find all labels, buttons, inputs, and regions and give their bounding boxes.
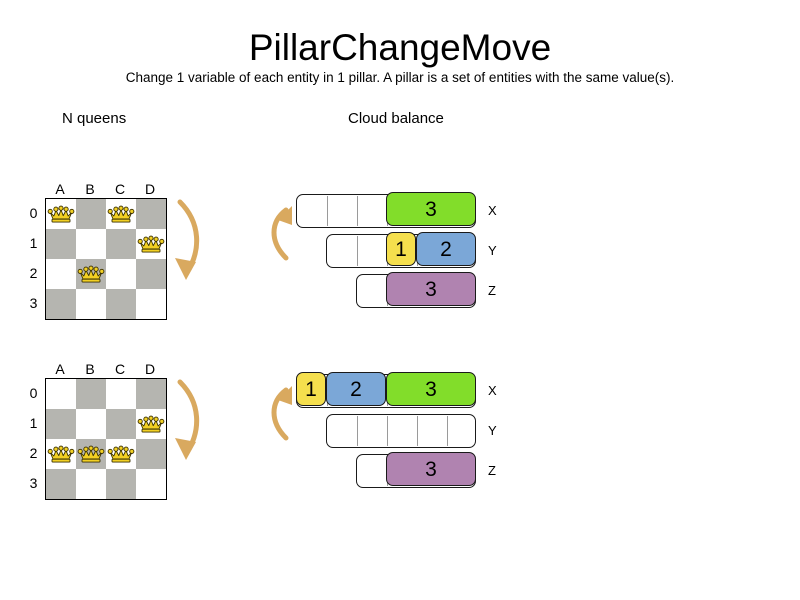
board-column-label-D: D xyxy=(144,181,156,197)
capacity-cell-divider xyxy=(447,416,448,446)
board-cell-C3[interactable] xyxy=(106,469,136,499)
queen-icon[interactable] xyxy=(137,233,165,255)
board-cell-A2[interactable] xyxy=(46,259,76,289)
process-block-2[interactable]: 2 xyxy=(326,372,386,407)
board-cell-C2[interactable] xyxy=(106,259,136,289)
computer-capacity-bar[interactable] xyxy=(326,414,476,448)
process-block-1[interactable]: 1 xyxy=(386,232,416,267)
board-column-label-A: A xyxy=(55,181,65,197)
move-arrow-cloud-after xyxy=(271,386,292,441)
capacity-cell-divider xyxy=(357,416,358,446)
queen-icon[interactable] xyxy=(77,263,105,285)
section-heading-cloud-balance: Cloud balance xyxy=(348,110,444,127)
computer-label-y: Y xyxy=(488,243,497,258)
board-cell-B1[interactable] xyxy=(76,229,106,259)
board-cell-D0[interactable] xyxy=(136,379,166,409)
board-cell-B1[interactable] xyxy=(76,409,106,439)
process-block-3[interactable]: 3 xyxy=(386,192,476,227)
queen-icon[interactable] xyxy=(107,443,135,465)
move-arrow-cloud-before xyxy=(271,206,292,261)
board-row-labels: 0 1 2 3 xyxy=(24,378,43,498)
cloud-computer-row-y: Y xyxy=(326,414,506,448)
board-cell-A3[interactable] xyxy=(46,469,76,499)
capacity-cell-divider xyxy=(417,416,418,446)
process-block-3[interactable]: 3 xyxy=(386,452,476,487)
capacity-cell-divider xyxy=(357,236,358,266)
page-subtitle: Change 1 variable of each entity in 1 pi… xyxy=(125,70,675,85)
board-cell-C3[interactable] xyxy=(106,289,136,319)
board-column-label-D: D xyxy=(144,361,156,377)
board-cell-D3[interactable] xyxy=(136,469,166,499)
board-column-labels: A B C D xyxy=(45,360,165,378)
capacity-cell-divider xyxy=(387,416,388,446)
board-cell-A0[interactable] xyxy=(46,379,76,409)
queen-icon[interactable] xyxy=(47,203,75,225)
process-block-2[interactable]: 2 xyxy=(416,232,476,267)
queen-icon[interactable] xyxy=(77,443,105,465)
computer-label-y: Y xyxy=(488,423,497,438)
board-cell-A1[interactable] xyxy=(46,409,76,439)
computer-label-x: X xyxy=(488,383,497,398)
board-cell-B0[interactable] xyxy=(76,379,106,409)
board-row-label-2: 2 xyxy=(29,445,38,461)
section-heading-nqueens: N queens xyxy=(62,110,127,127)
board-cell-C1[interactable] xyxy=(106,409,136,439)
board-cell-A1[interactable] xyxy=(46,229,76,259)
process-block-1[interactable]: 1 xyxy=(296,372,326,407)
board-cell-B3[interactable] xyxy=(76,469,106,499)
board-column-label-B: B xyxy=(85,181,95,197)
chess-board[interactable] xyxy=(45,378,167,500)
board-column-label-B: B xyxy=(85,361,95,377)
page-title: PillarChangeMove xyxy=(248,27,552,68)
process-block-3[interactable]: 3 xyxy=(386,272,476,307)
board-row-label-0: 0 xyxy=(29,385,38,401)
board-cell-B3[interactable] xyxy=(76,289,106,319)
computer-label-x: X xyxy=(488,203,497,218)
chess-board[interactable] xyxy=(45,198,167,320)
computer-label-z: Z xyxy=(488,283,496,298)
capacity-cell-divider xyxy=(327,196,328,226)
board-cell-D2[interactable] xyxy=(136,259,166,289)
board-cell-B0[interactable] xyxy=(76,199,106,229)
board-row-label-3: 3 xyxy=(29,295,38,311)
board-cell-A3[interactable] xyxy=(46,289,76,319)
board-cell-C1[interactable] xyxy=(106,229,136,259)
board-cell-D0[interactable] xyxy=(136,199,166,229)
board-row-label-0: 0 xyxy=(29,205,38,221)
board-cell-C0[interactable] xyxy=(106,379,136,409)
process-block-3[interactable]: 3 xyxy=(386,372,476,407)
queen-icon[interactable] xyxy=(107,203,135,225)
board-cell-D2[interactable] xyxy=(136,439,166,469)
board-row-labels: 0 1 2 3 xyxy=(24,198,43,318)
move-arrow-board-before xyxy=(175,199,200,280)
capacity-cell-divider xyxy=(357,196,358,226)
board-column-label-C: C xyxy=(114,181,126,197)
board-cell-D3[interactable] xyxy=(136,289,166,319)
move-arrow-board-after xyxy=(175,379,200,460)
board-column-labels: A B C D xyxy=(45,180,165,198)
board-row-label-1: 1 xyxy=(29,235,38,251)
computer-label-z: Z xyxy=(488,463,496,478)
board-row-label-3: 3 xyxy=(29,475,38,491)
queen-icon[interactable] xyxy=(47,443,75,465)
board-column-label-C: C xyxy=(114,361,126,377)
board-row-label-2: 2 xyxy=(29,265,38,281)
queen-icon[interactable] xyxy=(137,413,165,435)
board-row-label-1: 1 xyxy=(29,415,38,431)
board-column-label-A: A xyxy=(55,361,65,377)
